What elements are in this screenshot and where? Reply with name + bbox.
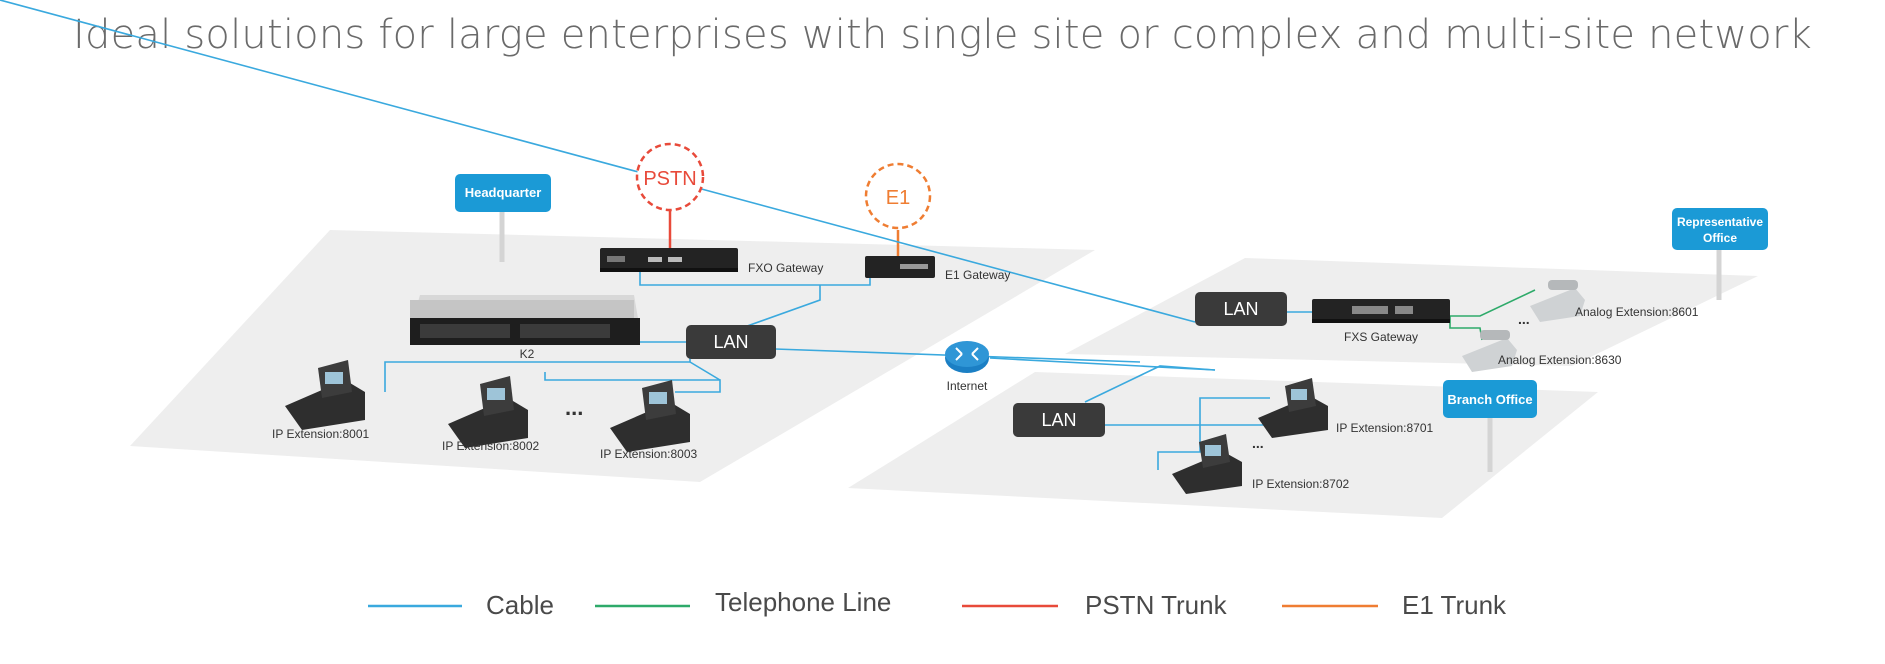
legend-label-e1-trunk: E1 Trunk <box>1402 590 1507 620</box>
ip-extension-8001-label: IP Extension:8001 <box>272 427 370 441</box>
ip-phone-8002 <box>448 376 528 448</box>
internet-label: Internet <box>947 379 988 393</box>
branch-office-badge: Branch Office <box>1443 380 1537 418</box>
ip-extension-8002-label: IP Extension:8002 <box>442 439 540 453</box>
pstn-label: PSTN <box>643 168 696 190</box>
ip-extension-8003-label: IP Extension:8003 <box>600 447 698 461</box>
analog-phone-8630 <box>1462 330 1517 372</box>
internet-router-icon <box>945 341 989 373</box>
fxs-gateway-device <box>1312 299 1450 323</box>
legend-item-telephone-line: Telephone Line <box>595 587 891 617</box>
hq-ellipsis: ... <box>565 395 583 420</box>
representative-badge: Representative Office <box>1672 208 1768 250</box>
e1-cloud: E1 <box>864 162 932 230</box>
rep-ellipsis: ... <box>1518 311 1530 327</box>
legend-item-e1-trunk: E1 Trunk <box>1282 590 1507 620</box>
lan-representative: LAN <box>1195 292 1287 326</box>
remote-cables <box>0 0 1312 470</box>
lan-hq: LAN <box>686 325 776 359</box>
headquarter-platform <box>130 230 1095 482</box>
ip-phone-8701 <box>1258 378 1328 438</box>
ip-extension-8702-label: IP Extension:8702 <box>1252 477 1350 491</box>
branch-ellipsis: ... <box>1252 435 1264 451</box>
k2-label: K2 <box>520 347 535 361</box>
branch-office-badge-label: Branch Office <box>1447 392 1532 407</box>
legend-label-telephone-line: Telephone Line <box>715 587 891 617</box>
fxo-gateway-device <box>600 248 738 272</box>
ip-phone-8003 <box>610 380 690 452</box>
analog-extension-8630-label: Analog Extension:8630 <box>1498 353 1622 367</box>
e1-label: E1 <box>886 187 910 209</box>
legend-item-pstn-trunk: PSTN Trunk <box>962 590 1228 620</box>
ip-phone-8001 <box>285 360 365 430</box>
analog-phone-8601 <box>1530 280 1585 322</box>
legend-label-pstn-trunk: PSTN Trunk <box>1085 590 1228 620</box>
legend-item-cable: Cable <box>368 590 554 620</box>
ip-extension-8701-label: IP Extension:8701 <box>1336 421 1434 435</box>
page-title: Ideal solutions for large enterprises wi… <box>73 12 1812 58</box>
pstn-cloud: PSTN <box>635 142 705 212</box>
legend: Cable Telephone Line PSTN Trunk E1 Trunk <box>368 587 1507 620</box>
fxs-gateway-label: FXS Gateway <box>1344 330 1418 344</box>
fxo-gateway-label: FXO Gateway <box>748 261 823 275</box>
lan-hq-label: LAN <box>713 332 748 352</box>
headquarter-badge: Headquarter <box>455 174 551 212</box>
legend-label-cable: Cable <box>486 590 554 620</box>
e1-gateway-label: E1 Gateway <box>945 268 1010 282</box>
lan-branch: LAN <box>1013 403 1105 437</box>
k2-server-device <box>410 295 640 345</box>
representative-badge-label-2: Office <box>1703 231 1737 245</box>
lan-branch-label: LAN <box>1041 410 1076 430</box>
lan-representative-label: LAN <box>1223 299 1258 319</box>
e1-gateway-device <box>865 256 935 278</box>
representative-badge-label-1: Representative <box>1677 215 1763 229</box>
headquarter-badge-label: Headquarter <box>465 185 542 200</box>
analog-extension-8601-label: Analog Extension:8601 <box>1575 305 1699 319</box>
ip-phone-8702 <box>1172 434 1242 494</box>
